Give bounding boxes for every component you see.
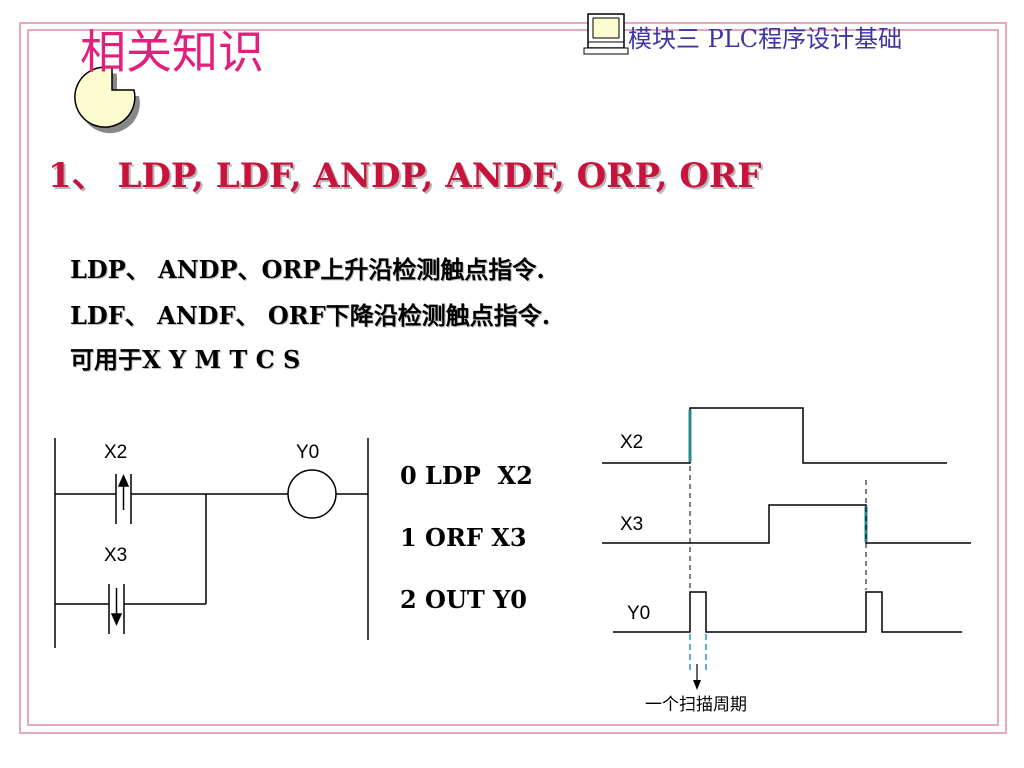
contact-x3-label: X3 bbox=[104, 545, 128, 566]
description-line-operands: 可用于X Y M T C S bbox=[70, 345, 301, 374]
pie-bullet-icon bbox=[74, 66, 140, 134]
timing-x2-label: X2 bbox=[620, 432, 644, 453]
timing-x3-label: X3 bbox=[620, 514, 644, 535]
program-line-2: 2 OUT Y0 bbox=[400, 585, 527, 614]
contact-x2-label: X2 bbox=[104, 442, 128, 463]
program-line-0: 0 LDP X2 bbox=[400, 461, 533, 490]
monitor-icon bbox=[583, 13, 629, 55]
section-heading: 1、 LDP, LDF, ANDP, ANDF, ORP, ORF bbox=[48, 156, 762, 196]
ladder-diagram bbox=[54, 438, 369, 648]
description-line-rising: LDP、 ANDP、ORP上升沿检测触点指令. bbox=[70, 255, 545, 284]
timing-diagram bbox=[602, 407, 971, 690]
slide-frame-outer bbox=[19, 22, 1007, 734]
description-line-falling: LDF、 ANDF、 ORF下降沿检测触点指令. bbox=[70, 301, 551, 330]
coil-y0-label: Y0 bbox=[296, 442, 320, 463]
slide-frame-inner bbox=[27, 29, 999, 726]
scan-cycle-caption: 一个扫描周期 bbox=[645, 695, 747, 715]
module-label: 模块三 PLC程序设计基础 bbox=[628, 25, 903, 53]
timing-y0-label: Y0 bbox=[627, 603, 651, 624]
page-title: 相关知识 bbox=[80, 25, 264, 79]
program-line-1: 1 ORF X3 bbox=[400, 523, 527, 552]
